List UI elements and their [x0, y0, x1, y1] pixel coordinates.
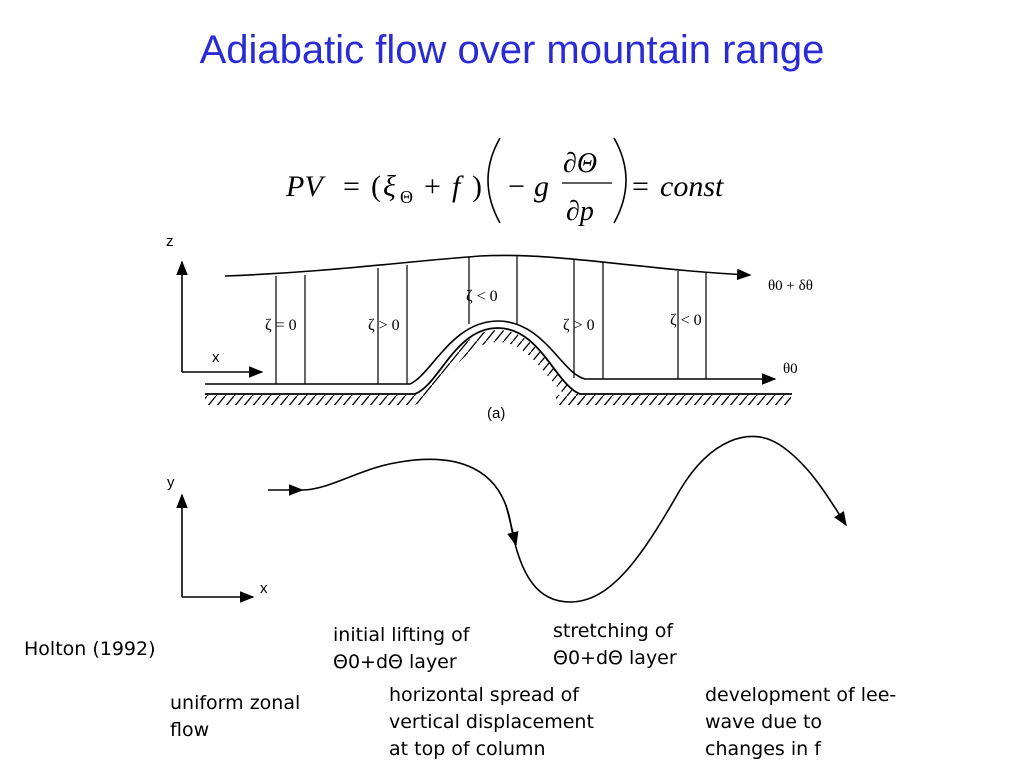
eq-xi: ξ [383, 170, 396, 203]
panel-a: z x ζ = 0 ζ > 0 ζ < 0 ζ > [166, 233, 813, 422]
eq-denominator: ∂p [566, 196, 594, 227]
caption-stretching: stretching of Θ0+dΘ layer [553, 618, 677, 672]
caption-spread-line-2: vertical displacement [389, 711, 594, 733]
panel-b: y x [167, 435, 847, 603]
trajectory-arrow-mid [505, 504, 519, 547]
caption-stretching-line-2: Θ0+dΘ layer [553, 647, 677, 669]
vorticity-label-1: ζ = 0 [265, 317, 297, 334]
eq-big-close-paren [613, 137, 627, 224]
mountain-hatch [415, 330, 580, 405]
caption-lee-wave: development of lee- wave due to changes … [705, 682, 896, 763]
ground-hatch-right [556, 395, 791, 405]
eq-equals-2: = [632, 170, 649, 203]
vorticity-label-3: ζ < 0 [466, 288, 498, 305]
theta0-label: θ0 [783, 361, 798, 377]
lee-wave-trajectory [301, 435, 847, 603]
source-citation: Holton (1992) [24, 638, 156, 660]
theta-top-label: θ0 + δθ [768, 278, 813, 294]
caption-stretching-line-1: stretching of [553, 620, 674, 642]
x-axis-b-label: x [260, 580, 268, 597]
caption-leewave-line-3: changes in f [705, 738, 821, 760]
caption-spread-line-3: at top of column [389, 738, 546, 760]
slide-title: Adiabatic flow over mountain range [199, 28, 825, 72]
caption-lifting-line-2: Θ0+dΘ layer [333, 651, 457, 673]
eq-big-open-paren [487, 137, 501, 224]
theta-top-streamline [224, 254, 752, 281]
caption-spread-line-1: horizontal spread of [389, 684, 579, 706]
vorticity-labels: ζ = 0 ζ > 0 ζ < 0 ζ > 0 ζ < 0 [265, 288, 702, 334]
eq-open-paren: ( [371, 170, 381, 203]
pv-equation: PV = ( ξ Θ + f ) − g ∂Θ ∂p = const [285, 137, 724, 227]
eq-equals: = [343, 170, 360, 203]
eq-g: g [534, 170, 549, 203]
fluid-columns [275, 256, 707, 384]
caption-lifting-line-1: initial lifting of [333, 624, 470, 646]
caption-leewave-line-1: development of lee- [705, 684, 897, 706]
mountain-surface [205, 327, 792, 395]
eq-rhs: const [660, 170, 724, 203]
x-axis-a-label: x [212, 349, 220, 366]
eq-f: f [452, 170, 464, 203]
theta0-streamline [205, 320, 777, 385]
caption-uniform-line-1: uniform zonal [170, 692, 301, 714]
eq-numerator: ∂Θ [563, 148, 597, 179]
eq-xi-subscript: Θ [400, 187, 413, 207]
z-axis-label: z [166, 233, 174, 250]
caption-uniform-flow: uniform zonal flow [170, 690, 300, 744]
eq-minus: − [508, 170, 525, 203]
vorticity-label-2: ζ > 0 [368, 317, 400, 334]
vorticity-label-4: ζ > 0 [563, 317, 595, 334]
caption-leewave-line-2: wave due to [705, 711, 823, 733]
caption-uniform-line-2: flow [170, 719, 210, 741]
caption-horizontal-spread: horizontal spread of vertical displaceme… [389, 682, 594, 763]
caption-initial-lifting: initial lifting of Θ0+dΘ layer [333, 622, 469, 676]
eq-plus: + [424, 170, 441, 203]
ground-hatch-left [205, 395, 415, 405]
eq-close-paren: ) [472, 170, 482, 203]
eq-lhs: PV [285, 170, 326, 203]
vorticity-label-5: ζ < 0 [670, 312, 702, 329]
y-axis-label: y [167, 474, 175, 491]
panel-a-label: (a) [487, 405, 505, 422]
